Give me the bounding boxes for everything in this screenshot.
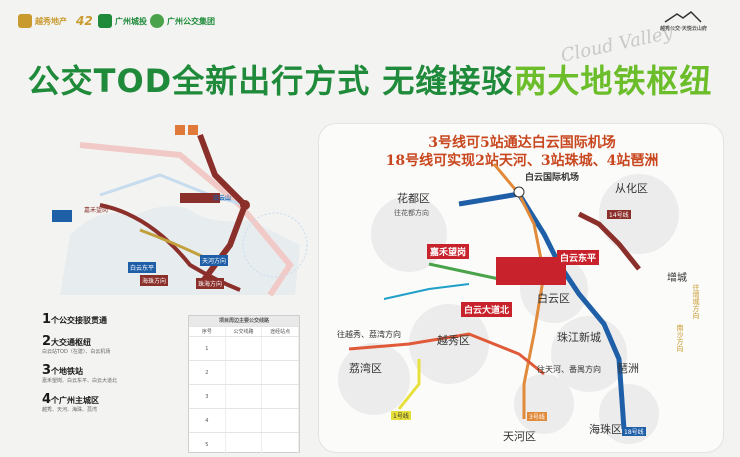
bus-group-logo-icon bbox=[150, 14, 164, 28]
highlight-title: 个公交接驳贯通 bbox=[51, 316, 108, 325]
metro-map-panel: 3号线可5站通达白云国际机场 18号线可实现2站天河、3站珠城、4站琶洲 白云国… bbox=[318, 123, 724, 453]
bus-group-logo: 广州公交集团 bbox=[150, 14, 215, 28]
table-cell bbox=[226, 337, 263, 360]
liwan-district-label: 荔湾区 bbox=[349, 362, 382, 375]
highlight-sub: 白云站TOD（在建）、白云机场 bbox=[42, 349, 111, 355]
table-cell: 1 bbox=[189, 337, 226, 360]
yuexiu-logo-text: 越秀地产 bbox=[35, 16, 67, 26]
header-bar: 越秀地产 42 广州城投 广州公交集团 越秀公交·天悦云山府 bbox=[0, 0, 740, 50]
huadu-direction-label: 往花都方向 bbox=[394, 209, 429, 217]
pazhou-label: 琶洲 bbox=[617, 362, 639, 375]
baiyun-district-label: 白云区 bbox=[537, 292, 570, 305]
left-route-map bbox=[40, 115, 312, 305]
highlight-title: 大交通枢纽 bbox=[51, 338, 92, 347]
highlight-number: 4 bbox=[42, 392, 52, 407]
chengtou-logo-text: 广州城投 bbox=[115, 16, 147, 26]
metro-map bbox=[338, 163, 679, 444]
table-cell bbox=[262, 337, 300, 360]
table-row: 2 bbox=[189, 360, 300, 384]
highlight-item: 1个公交接驳贯通 bbox=[40, 312, 190, 327]
liwan-direction-label: 往越秀、荔湾方向 bbox=[337, 330, 401, 339]
anniversary-number: 42 bbox=[76, 14, 93, 28]
table-cell bbox=[226, 409, 263, 432]
left-map-label-baiyunshan: 白云山 bbox=[213, 195, 232, 202]
project-logo-text: 越秀公交·天悦云山府 bbox=[660, 26, 707, 32]
zhujiang-label: 珠江新城 bbox=[557, 331, 601, 344]
table-cell bbox=[262, 409, 300, 432]
airport-label: 白云国际机场 bbox=[525, 173, 580, 183]
highlight-sub: 越秀、天河、海珠、荔湾 bbox=[42, 407, 98, 413]
yuexiu-logo-icon bbox=[18, 14, 32, 28]
headline-main: 公交TOD全新出行方式 无缝接驳 bbox=[27, 62, 515, 100]
headline-highlight: 两大地铁枢纽 bbox=[514, 62, 713, 100]
yuexiu-logo: 越秀地产 bbox=[18, 14, 67, 28]
haizhu-district-label: 海珠区 bbox=[589, 423, 622, 436]
anniversary-badge: 42 bbox=[76, 14, 93, 28]
table-cell: 5 bbox=[189, 433, 226, 456]
metro-caption-line1: 3号线可5站通达白云国际机场 bbox=[428, 135, 616, 151]
line1-badge: 1号线 bbox=[391, 411, 411, 420]
tianhe-direction-label: 往天河、番禺方向 bbox=[537, 365, 601, 374]
huadu-label: 花都区 bbox=[397, 192, 430, 205]
table-cell bbox=[262, 361, 300, 384]
table-row: 4 bbox=[189, 408, 300, 432]
nansha-direction-label: 南沙方向 bbox=[676, 324, 684, 352]
table-header-row: 序号 公交线路 途经站点 bbox=[189, 326, 300, 336]
left-map-label-zhuhai: 珠海方向 bbox=[196, 278, 225, 289]
highlight-item: 2大交通枢纽 白云站TOD（在建）、白云机场 bbox=[40, 334, 190, 356]
metro-caption-line2: 18号线可实现2站天河、3站珠城、4站琶洲 bbox=[385, 153, 659, 169]
table-cell: 4 bbox=[189, 409, 226, 432]
line3-badge: 3号线 bbox=[527, 412, 547, 421]
table-cell: 2 bbox=[189, 361, 226, 384]
left-map-label-tianhe: 天河方向 bbox=[200, 255, 229, 266]
highlight-item: 3个地铁站 嘉禾望岗、白云东平、白云大道北 bbox=[40, 363, 190, 385]
highlight-item: 4个广州主城区 越秀、天河、海珠、荔湾 bbox=[40, 392, 190, 414]
left-map-label-dongping: 白云东平 bbox=[128, 262, 157, 273]
highlights-list: 1个公交接驳贯通 2大交通枢纽 白云站TOD（在建）、白云机场 3个地铁站 嘉禾… bbox=[40, 312, 190, 457]
chengtou-logo: 广州城投 bbox=[98, 14, 147, 28]
chengtou-logo-icon bbox=[98, 14, 112, 28]
tianhe-district-label: 天河区 bbox=[503, 430, 536, 443]
conghua-label: 从化区 bbox=[615, 182, 648, 195]
table-row: 3 bbox=[189, 384, 300, 408]
project-logo: 越秀公交·天悦云山府 bbox=[660, 10, 707, 32]
page-headline: 公交TOD全新出行方式 无缝接驳两大地铁枢纽 bbox=[0, 56, 740, 102]
bus-lines-table: 项目周边主要公交线路 序号 公交线路 途经站点 1 2 3 4 5 bbox=[188, 315, 300, 456]
highlight-number: 3 bbox=[42, 363, 52, 378]
zengcheng-label: 增城 bbox=[667, 273, 687, 284]
table-cell: 3 bbox=[189, 385, 226, 408]
highlight-number: 2 bbox=[42, 334, 52, 349]
bus-group-logo-text: 广州公交集团 bbox=[167, 16, 215, 26]
yuexiu-district-label: 越秀区 bbox=[437, 334, 470, 347]
table-cell bbox=[262, 385, 300, 408]
table-cell bbox=[226, 433, 263, 456]
left-map-label-jiahe: 嘉禾望岗 bbox=[84, 207, 109, 214]
table-header-cell: 途经站点 bbox=[262, 327, 300, 336]
highlight-sub: 嘉禾望岗、白云东平、白云大道北 bbox=[42, 378, 118, 384]
table-cell bbox=[226, 385, 263, 408]
zengcheng-direction-label: 往增城方向 bbox=[692, 284, 700, 319]
table-header-cell: 序号 bbox=[189, 327, 226, 336]
mountain-icon bbox=[665, 11, 702, 23]
highlight-number: 1 bbox=[42, 312, 52, 327]
table-cell bbox=[226, 361, 263, 384]
highlight-title: 个广州主城区 bbox=[51, 396, 100, 405]
table-header-cell: 公交线路 bbox=[226, 327, 263, 336]
table-cell bbox=[262, 433, 300, 456]
dadaobei-station-label: 白云大道北 bbox=[461, 302, 513, 317]
left-map-label-haizhu: 海珠方向 bbox=[140, 275, 169, 286]
jiahe-station-label: 嘉禾望岗 bbox=[427, 244, 470, 259]
highlight-title: 个地铁站 bbox=[51, 367, 84, 376]
line18-badge: 18号线 bbox=[622, 427, 646, 436]
table-title: 项目周边主要公交线路 bbox=[189, 316, 299, 326]
table-row: 1 bbox=[189, 336, 300, 360]
dongping-station-label: 白云东平 bbox=[557, 250, 600, 265]
line14-badge: 14号线 bbox=[607, 210, 631, 219]
table-row: 5 bbox=[189, 432, 300, 456]
